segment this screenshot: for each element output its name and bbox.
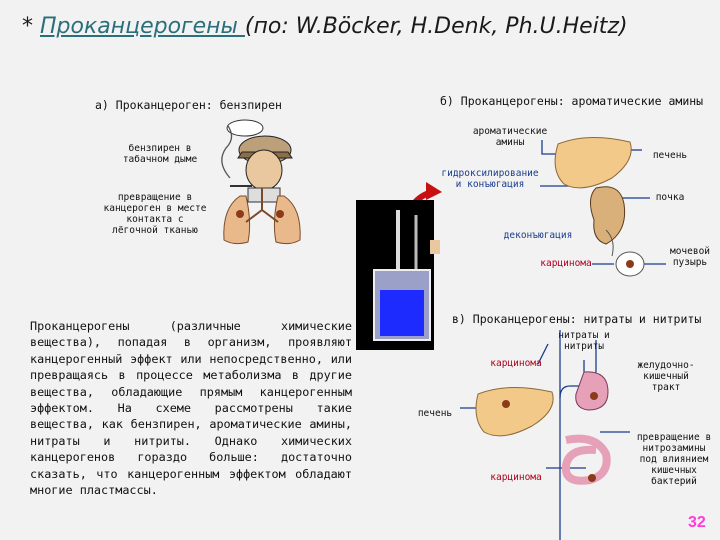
intestine-illustration: [561, 434, 611, 485]
smoker-illustration: [221, 119, 293, 203]
title-asterisk: *: [22, 14, 40, 39]
label-nitrosamine-conversion: превращение в нитрозамины под влиянием к…: [636, 432, 712, 487]
kidney-illustration: [590, 186, 626, 245]
title-main: Проканцерогены: [40, 14, 245, 39]
stomach-illustration: [575, 371, 609, 411]
label-nitrates: нитраты и нитриты: [558, 330, 610, 352]
title-source: (по: W.Böcker, H.Denk, Ph.U.Heitz): [244, 14, 628, 39]
label-carcinoma-c-top: карцинома: [490, 358, 542, 369]
label-aromatic-amines: ароматические амины: [472, 126, 548, 148]
beaker-illustration: [356, 200, 440, 350]
label-carcinoma-c-bottom: карцинома: [490, 472, 542, 483]
label-kidney: почка: [655, 192, 685, 203]
slide-title: * Проканцерогены (по: W.Böcker, H.Denk, …: [22, 14, 628, 39]
label-liver-b: печень: [652, 150, 688, 161]
lungs-illustration: [223, 188, 301, 245]
label-carcinoma-b: карцинома: [540, 258, 592, 269]
body-paragraph: Проканцерогены (различные химические вещ…: [30, 319, 352, 498]
section-b-header: б) Проканцерогены: ароматические амины: [440, 94, 704, 108]
label-deconjugation: деконъюгация: [503, 230, 573, 241]
label-liver-c: печень: [417, 408, 453, 419]
label-lung-conversion: превращение в канцероген в месте контакт…: [103, 192, 207, 236]
liver-illustration: [554, 136, 632, 189]
label-benzpyrene-smoke: бензпирен в табачном дыме: [122, 143, 198, 165]
page-number: 32: [688, 514, 706, 531]
section-a-header: а) Проканцероген: бензпирен: [95, 98, 282, 112]
label-bladder: мочевой пузырь: [669, 246, 711, 268]
label-hydroxylation: гидроксилирование и конъюгация: [441, 168, 539, 190]
liver-c-illustration: [475, 386, 554, 437]
label-gi-tract: желудочно-кишечный тракт: [637, 360, 695, 393]
section-c-header: в) Проканцерогены: нитраты и нитриты: [452, 312, 702, 326]
